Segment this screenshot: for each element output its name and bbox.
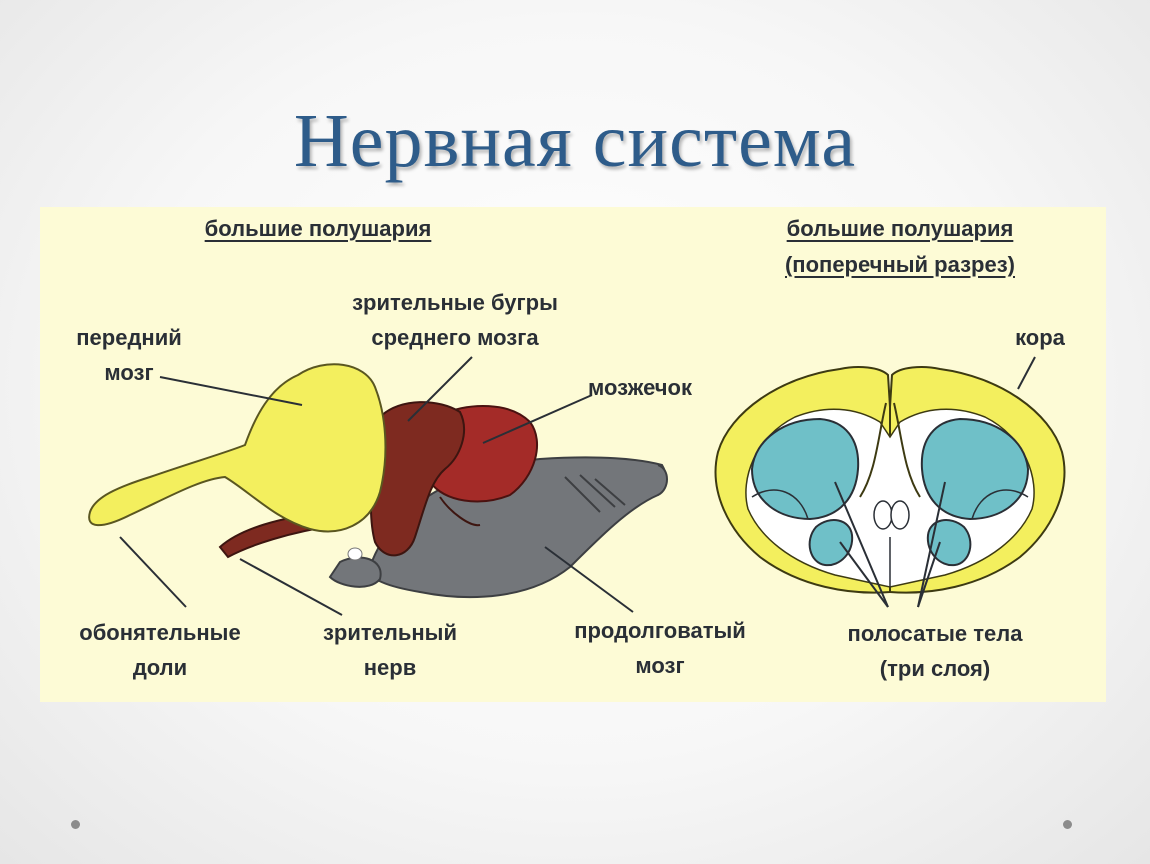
label-cortex: кора bbox=[1015, 325, 1065, 350]
forebrain-shape bbox=[88, 363, 387, 533]
label-optic-lobes-line1: зрительные бугры bbox=[352, 290, 558, 315]
medulla-tip bbox=[328, 556, 382, 588]
label-striate-line1: полосатые тела bbox=[847, 621, 1023, 646]
midbrain-shape bbox=[369, 401, 465, 557]
label-olfactory-line1: обонятельные bbox=[79, 620, 241, 645]
label-medulla-line2: мозг bbox=[635, 653, 685, 678]
label-medulla: продолговатый мозг bbox=[540, 613, 780, 683]
brain-illustration bbox=[88, 356, 1066, 616]
label-optic-lobes: зрительные бугры среднего мозга bbox=[330, 285, 580, 355]
slide-corner-dot-left bbox=[71, 820, 80, 829]
label-optic-nerve-line2: нерв bbox=[363, 655, 417, 680]
right-heading-line2: (поперечный разрез) bbox=[784, 252, 1015, 277]
brain-diagram-panel: большие полушария большие полушария (поп… bbox=[40, 207, 1106, 702]
label-optic-nerve: зрительный нерв bbox=[295, 615, 485, 685]
label-optic-nerve-line1: зрительный bbox=[322, 620, 457, 645]
label-forebrain-line1: передний bbox=[76, 325, 182, 350]
label-cerebellum: мозжечок bbox=[588, 375, 692, 400]
label-medulla-line1: продолговатый bbox=[574, 618, 746, 643]
left-heading: большие полушария bbox=[204, 216, 432, 241]
striatum-left-lower bbox=[808, 519, 854, 567]
slide-corner-dot-right bbox=[1063, 820, 1072, 829]
label-olfactory-line2: доли bbox=[132, 655, 188, 680]
striatum-left-upper bbox=[750, 417, 860, 521]
label-striate-bodies: полосатые тела (три слоя) bbox=[810, 616, 1060, 686]
label-olfactory-lobes: обонятельные доли bbox=[60, 615, 260, 685]
striatum-right-upper bbox=[920, 417, 1030, 521]
slide-title: Нервная система bbox=[293, 99, 857, 183]
right-heading-line1: большие полушария bbox=[786, 216, 1014, 241]
label-optic-lobes-line2: среднего мозга bbox=[371, 325, 539, 350]
label-forebrain-line2: мозг bbox=[104, 360, 154, 385]
label-striate-line2: (три слоя) bbox=[879, 656, 991, 681]
label-forebrain: передний мозг bbox=[44, 320, 214, 390]
